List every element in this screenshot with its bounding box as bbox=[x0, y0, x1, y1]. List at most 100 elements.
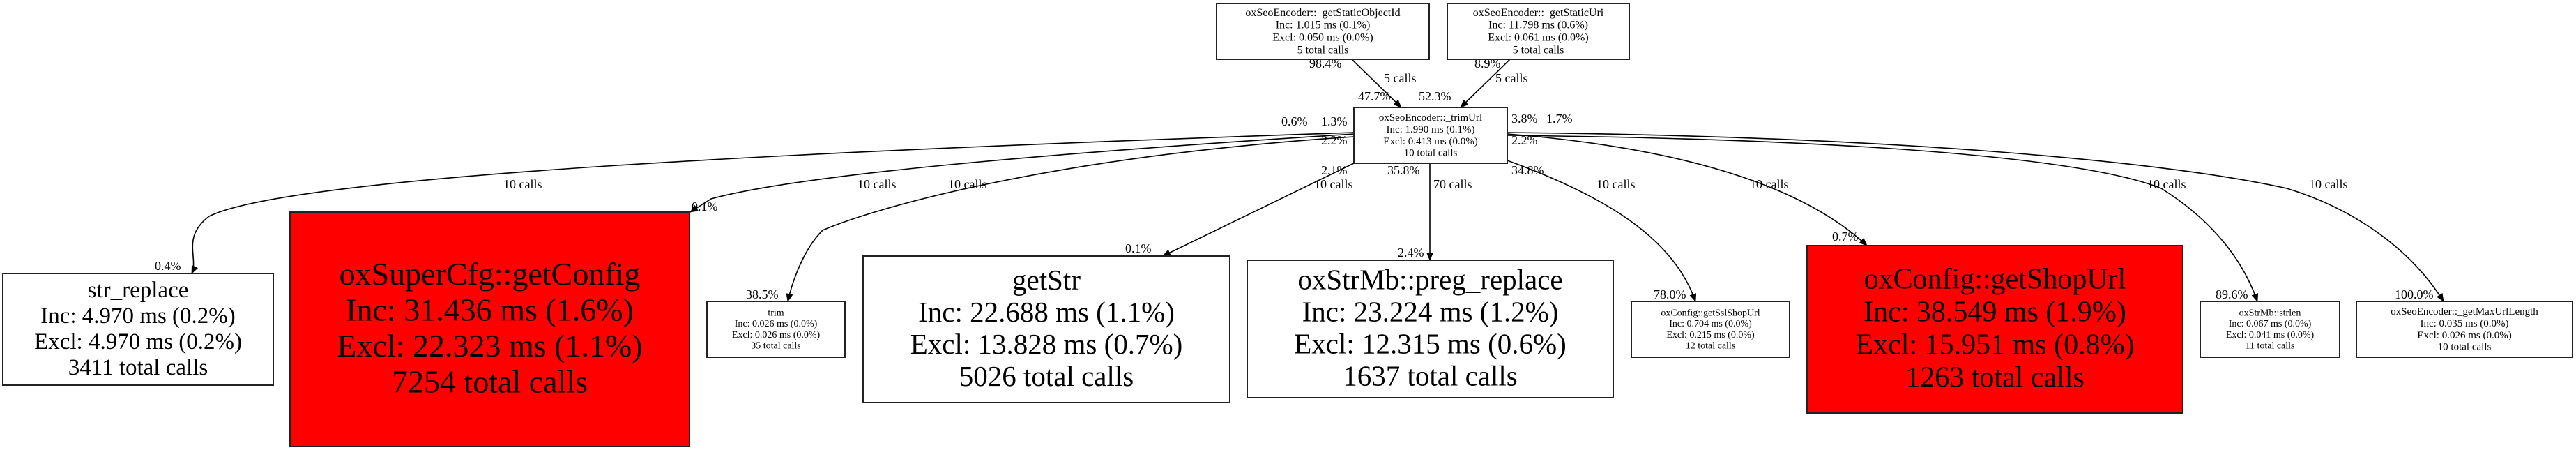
edge-calls-label: 5 calls bbox=[1384, 71, 1417, 85]
node-excl: Excl: 15.951 ms (0.8%) bbox=[1855, 329, 2134, 361]
edge-source-percent: 1.3% bbox=[1321, 114, 1348, 128]
node-inc: Inc: 38.549 ms (1.9%) bbox=[1864, 297, 2126, 329]
node-box bbox=[1447, 3, 1630, 60]
edge-source-percent: 34.8% bbox=[1511, 163, 1544, 177]
node-inc: Inc: 0.704 ms (0.0%) bbox=[1669, 319, 1752, 329]
node-name: oxSeoEncoder::_getStaticObjectId bbox=[1245, 7, 1400, 19]
node-inc: Inc: 31.436 ms (1.6%) bbox=[346, 292, 634, 328]
edge-source-percent: 35.8% bbox=[1387, 163, 1420, 177]
node-calls: 7254 total calls bbox=[392, 364, 588, 400]
edge-source-percent: 2.2% bbox=[1511, 133, 1538, 147]
call-edge: 10 calls 1.7% 100.0% bbox=[1507, 112, 2444, 302]
node-calls: 3411 total calls bbox=[68, 355, 208, 380]
node-inc: Inc: 11.798 ms (0.6%) bbox=[1488, 20, 1588, 31]
node-calls: 10 total calls bbox=[1404, 148, 1458, 159]
edge-calls-label: 70 calls bbox=[1433, 177, 1472, 191]
edge-arrow bbox=[1460, 59, 1511, 108]
node-box bbox=[2, 273, 274, 386]
edge-target-percent: 2.4% bbox=[1398, 246, 1424, 260]
node-calls: 10 total calls bbox=[2438, 342, 2492, 353]
node-inc: Inc: 0.035 ms (0.0%) bbox=[2420, 318, 2508, 329]
edge-arrow bbox=[1351, 59, 1402, 108]
node-calls: 1263 total calls bbox=[1905, 362, 2085, 394]
node-inc: Inc: 23.224 ms (1.2%) bbox=[1302, 295, 1559, 327]
node-calls: 11 total calls bbox=[2245, 341, 2294, 352]
edge-arrow bbox=[689, 133, 1355, 213]
node-inc: Inc: 22.688 ms (1.1%) bbox=[918, 296, 1175, 328]
node-name: str_replace bbox=[88, 278, 189, 303]
node-calls: 1637 total calls bbox=[1343, 359, 1518, 391]
node-excl: Excl: 0.061 ms (0.0%) bbox=[1488, 32, 1588, 44]
node-calls: 12 total calls bbox=[1686, 341, 1736, 352]
edge-target-percent: 100.0% bbox=[2395, 287, 2434, 301]
edge-target-percent: 0.7% bbox=[1832, 230, 1859, 243]
edge-source-percent: 0.6% bbox=[1281, 114, 1308, 128]
edge-arrow bbox=[1162, 163, 1355, 257]
call-edge: 10 calls 34.8% 78.0% bbox=[1507, 160, 1697, 302]
call-edge: 10 calls 1.3% 0.1% bbox=[689, 114, 1355, 213]
node-excl: Excl: 0.026 ms (0.0%) bbox=[732, 330, 821, 340]
node-name: oxSeoEncoder::_trimUrl bbox=[1379, 112, 1482, 123]
node-excl: Excl: 0.413 ms (0.0%) bbox=[1383, 136, 1477, 147]
edge-arrow bbox=[191, 132, 1355, 274]
node-excl: Excl: 12.315 ms (0.6%) bbox=[1294, 327, 1567, 359]
call-edge: 10 calls 2.2% 38.5% bbox=[746, 133, 1355, 302]
node-box bbox=[1247, 260, 1614, 398]
node-name: oxStrMb::preg_replace bbox=[1297, 264, 1562, 296]
node-name: oxSeoEncoder::_getStaticUri bbox=[1473, 7, 1604, 19]
node-calls: 5 total calls bbox=[1513, 45, 1564, 57]
edge-target-percent: 78.0% bbox=[1654, 287, 1686, 301]
edge-calls-label: 10 calls bbox=[2309, 177, 2348, 191]
edge-target-percent: 52.3% bbox=[1419, 89, 1451, 103]
node-box bbox=[2200, 301, 2340, 358]
node-name: trim bbox=[768, 308, 784, 319]
node-box bbox=[1631, 301, 1790, 358]
edge-target-percent: 0.4% bbox=[155, 259, 181, 273]
node-box bbox=[706, 301, 846, 358]
edge-calls-label: 10 calls bbox=[503, 177, 542, 191]
edge-calls-label: 5 calls bbox=[1495, 71, 1528, 85]
edge-calls-label: 10 calls bbox=[1750, 177, 1789, 191]
edge-calls-label: 10 calls bbox=[858, 177, 897, 191]
node-name: oxStrMb::strlen bbox=[2239, 308, 2301, 319]
node-box bbox=[1806, 245, 2183, 414]
edge-arrow bbox=[786, 136, 1355, 302]
node-inc: Inc: 1.990 ms (0.1%) bbox=[1386, 124, 1474, 135]
call-edge: 10 calls 0.6% 0.4% bbox=[155, 114, 1355, 274]
node-name: oxSeoEncoder::_getMaxUrlLength bbox=[2391, 306, 2538, 317]
edge-target-percent: 0.1% bbox=[692, 200, 718, 213]
node-box bbox=[2356, 301, 2573, 358]
node-calls: 5026 total calls bbox=[959, 360, 1134, 392]
node-inc: Inc: 4.970 ms (0.2%) bbox=[40, 303, 236, 329]
edge-target-percent: 89.6% bbox=[2216, 287, 2248, 301]
edge-arrow bbox=[1507, 135, 2259, 302]
edge-calls-label: 10 calls bbox=[1596, 177, 1636, 191]
node-excl: Excl: 22.323 ms (1.1%) bbox=[337, 328, 642, 363]
node-box bbox=[289, 211, 690, 447]
edge-target-percent: 38.5% bbox=[746, 287, 779, 301]
node-excl: Excl: 13.828 ms (0.7%) bbox=[910, 328, 1183, 360]
node-excl: Excl: 0.041 ms (0.0%) bbox=[2226, 330, 2315, 340]
edge-source-percent: 1.7% bbox=[1546, 112, 1573, 126]
edge-calls-label: 10 calls bbox=[2147, 177, 2186, 191]
edge-arrow bbox=[1507, 160, 1697, 302]
edge-source-percent: 2.2% bbox=[1321, 133, 1348, 147]
node-calls: 35 total calls bbox=[751, 341, 801, 352]
